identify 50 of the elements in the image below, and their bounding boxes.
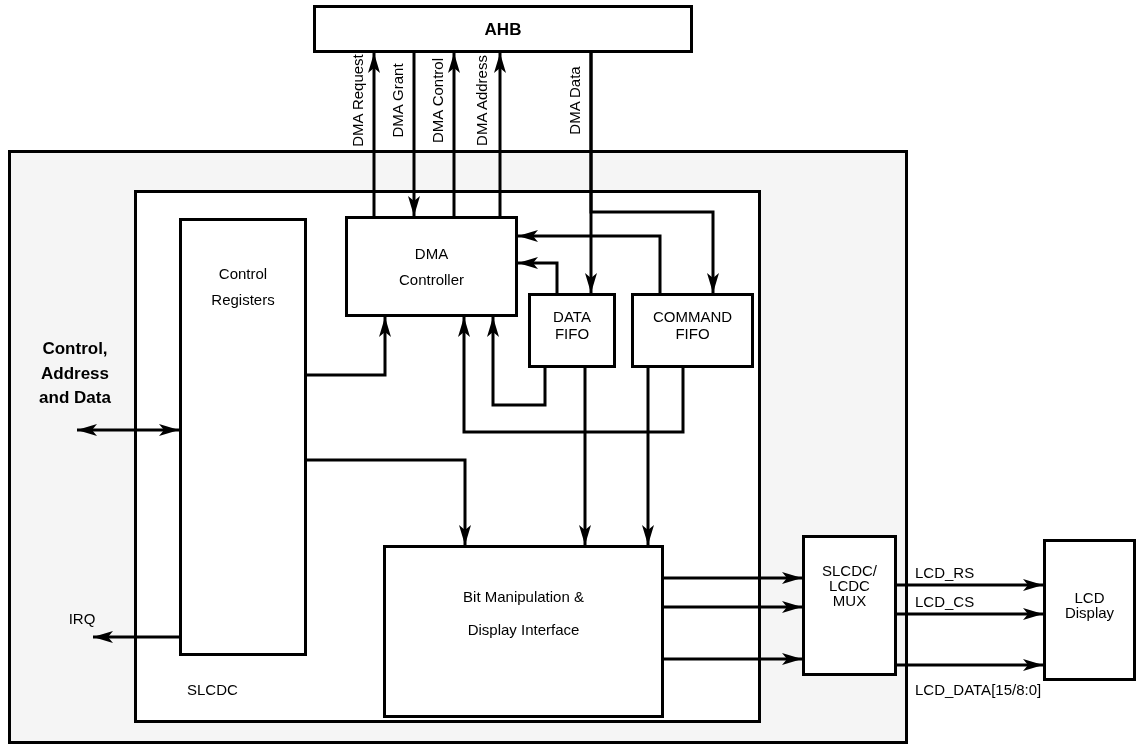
arrow (448, 53, 460, 216)
box-label: IRQ (67, 610, 97, 627)
box-label: SLCDC (187, 681, 239, 698)
arrow (93, 631, 179, 643)
arrow (458, 317, 685, 434)
arrow (664, 572, 802, 584)
edge-label: DMA Control (428, 57, 446, 143)
arrow (518, 257, 559, 293)
box-label: Control Registers (210, 264, 276, 311)
arrow (642, 368, 654, 545)
edge-label: LCD_CS (915, 593, 975, 610)
edge-label: LCD_RS (915, 564, 975, 581)
arrow (664, 601, 802, 613)
module-background (8, 150, 908, 744)
arrow (307, 458, 471, 545)
box-label: DMA Controller (398, 244, 465, 291)
interface-box (383, 545, 664, 718)
mux-box (802, 535, 897, 676)
arrow (368, 53, 380, 216)
fifo-box (528, 293, 616, 368)
arrow (408, 53, 420, 216)
box-label: SLCDC/ LCDC MUX (821, 563, 878, 608)
register-box (179, 218, 307, 656)
box-label: DATA FIFO (552, 308, 592, 342)
arrow (307, 317, 391, 377)
arrow (579, 368, 591, 545)
box-label: COMMAND FIFO (651, 308, 734, 342)
edge-label: DMA Address (472, 54, 490, 146)
arrow (494, 53, 506, 216)
arrow (518, 230, 662, 293)
arrow (664, 653, 802, 665)
box-label: Bit Manipulation & Display Interface (462, 587, 585, 640)
box-label: LCD Display (1063, 590, 1116, 620)
arrow (487, 317, 547, 407)
display-box (1043, 539, 1136, 681)
edge-label: LCD_DATA[15/8:0] (915, 681, 1042, 698)
slcdc-box (134, 190, 761, 723)
edge-label: DMA Data (565, 65, 583, 135)
edge-label: DMA Request (348, 53, 366, 147)
bus-box (313, 5, 693, 53)
box-label: AHB (483, 20, 523, 40)
edge-label: DMA Grant (388, 62, 406, 138)
arrow (897, 659, 1043, 671)
arrow (897, 579, 1043, 591)
box-label: Control, Address and Data (38, 338, 112, 410)
fifo-box (631, 293, 754, 368)
arrow (589, 53, 719, 293)
controller-box (345, 216, 518, 317)
arrow (77, 424, 179, 436)
arrow (897, 608, 1043, 620)
